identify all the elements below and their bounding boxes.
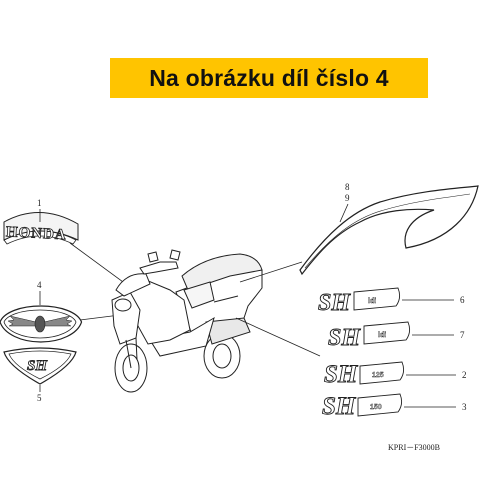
leader-stripe-to-scooter xyxy=(239,261,303,283)
emblem-6-suffix: ldi xyxy=(368,298,376,305)
callout-9: 9 xyxy=(345,193,350,203)
honda-emblem[interactable]: HONDA xyxy=(3,212,79,245)
banner-text: Na obrázku díl číslo 4 xyxy=(149,64,389,91)
callout-1: 1 xyxy=(37,198,42,208)
sh-emblem-6[interactable]: SH ldi xyxy=(318,287,401,316)
emblem-6-sh: SH xyxy=(318,290,351,316)
callout-8: 8 xyxy=(345,182,350,192)
emblem-2-sh: SH xyxy=(324,361,359,388)
honda-text: HONDA xyxy=(6,224,68,243)
leader-8-9 xyxy=(339,203,349,223)
sh-emblem-2[interactable]: SH 125 xyxy=(324,361,405,388)
callout-2: 2 xyxy=(462,370,467,380)
side-stripe-decal[interactable] xyxy=(299,185,479,276)
scooter-drawing xyxy=(111,249,263,393)
diagram-code: KPRI－F3000B xyxy=(388,443,440,452)
emblem-3-suffix: 150 xyxy=(370,404,382,411)
sh-emblem-3[interactable]: SH 150 xyxy=(322,393,403,420)
sh-shield-emblem[interactable]: SH xyxy=(3,347,77,385)
callout-4: 4 xyxy=(37,280,42,290)
wing-badge-emblem[interactable] xyxy=(0,305,83,343)
emblem-2-suffix: 125 xyxy=(372,372,384,379)
shield-sh-text: SH xyxy=(27,358,48,374)
sh-emblem-7[interactable]: SH ldi xyxy=(328,321,411,351)
emblem-3-sh: SH xyxy=(322,393,357,420)
callout-3: 3 xyxy=(462,402,467,412)
leader-rear-emblems xyxy=(235,317,321,357)
emblem-7-sh: SH xyxy=(328,325,361,351)
title-banner: Na obrázku díl číslo 4 xyxy=(110,58,428,98)
callout-6: 6 xyxy=(460,295,465,305)
emblem-7-suffix: ldi xyxy=(378,332,386,339)
callout-7: 7 xyxy=(460,330,465,340)
callout-5: 5 xyxy=(37,393,42,403)
